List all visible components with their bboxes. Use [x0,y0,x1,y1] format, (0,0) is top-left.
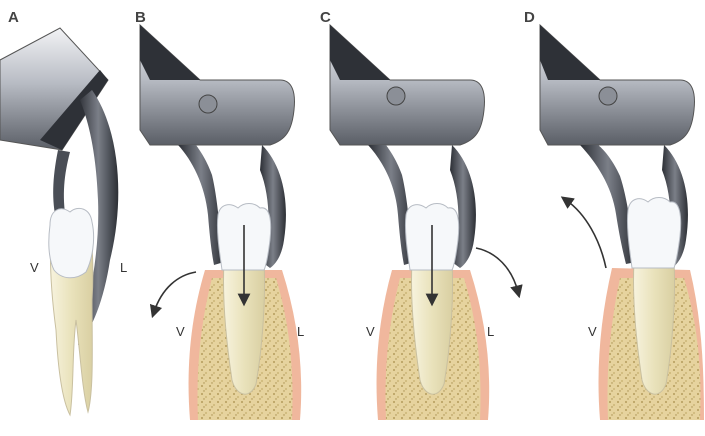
panel-a-side-l: L [120,260,127,275]
panel-b-side-l: L [297,324,304,339]
panel-a: A V L [0,9,127,415]
forceps-pivot-c [387,87,405,105]
panel-d-side-v: V [588,324,597,339]
tooth-a [49,208,94,415]
panel-c-side-l: L [487,324,494,339]
rotation-arrow-c [476,248,518,292]
forceps-handle-d [540,25,694,145]
panel-b-letter: B [135,9,146,26]
panel-a-side-v: V [30,260,39,275]
panel-d-letter: D [524,9,535,26]
forceps-beak-left-d [580,145,636,264]
panel-b: B V L [135,9,304,420]
panel-a-letter: A [8,9,19,26]
forceps-pivot-d [599,87,617,105]
forceps-pivot-b [199,95,217,113]
panel-d: D V [524,9,704,420]
panel-b-side-v: V [176,324,185,339]
panel-c: C V L [320,9,518,420]
panel-c-side-v: V [366,324,375,339]
panel-c-letter: C [320,9,331,26]
forceps-handle-c [330,25,484,145]
rotation-arrow-b [154,272,196,312]
forceps-beak-left-b [178,145,224,265]
forceps-handle-b [140,25,294,145]
rotation-arrow-d [566,200,606,268]
